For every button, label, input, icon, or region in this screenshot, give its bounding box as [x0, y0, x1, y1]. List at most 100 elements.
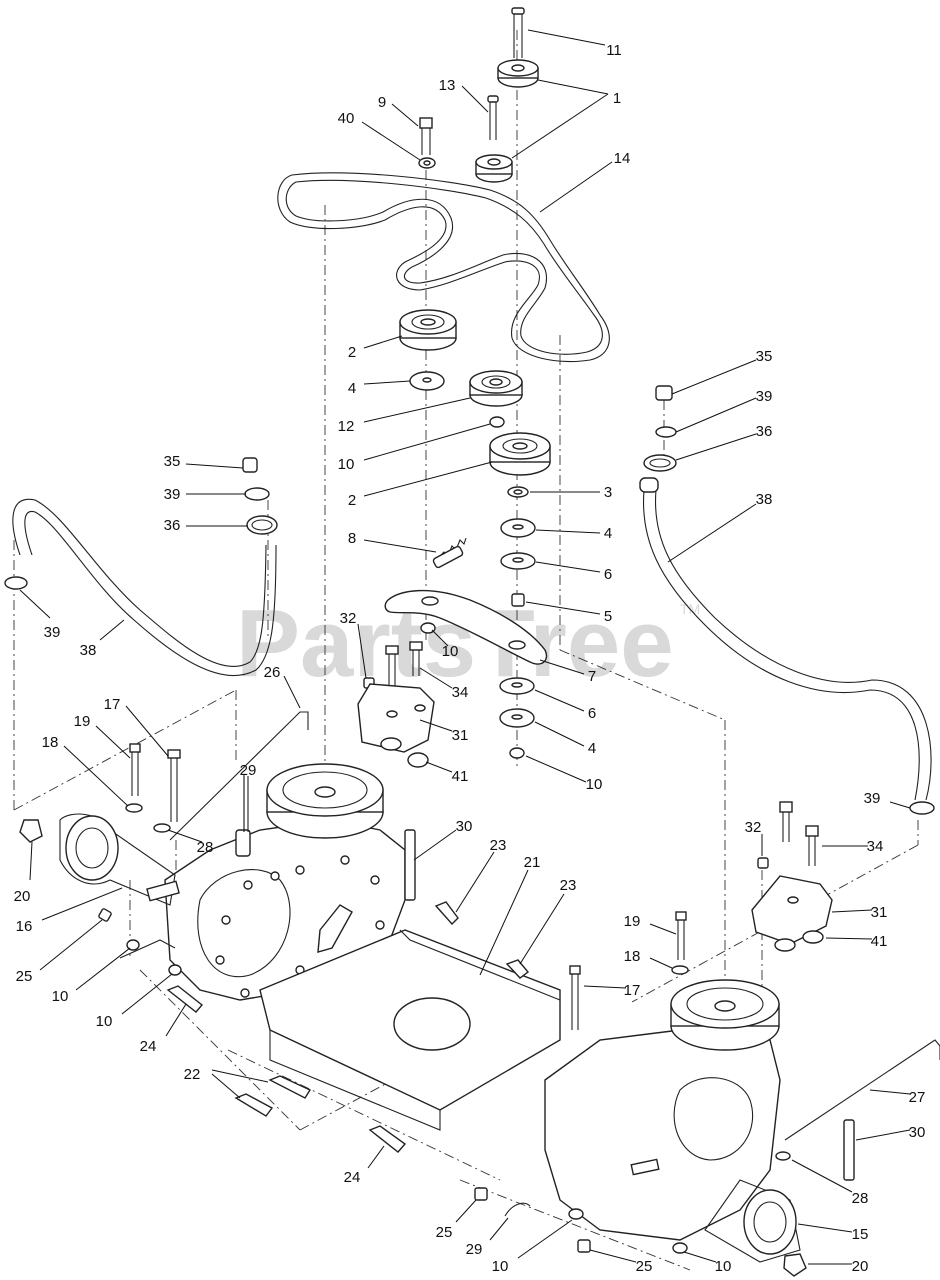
- callout-6: 6: [534, 689, 596, 722]
- leader-line: [419, 719, 453, 732]
- leader-line: [797, 1223, 853, 1233]
- leader-line: [185, 463, 244, 469]
- callout-number: 25: [436, 1224, 453, 1241]
- callout-number: 11: [606, 42, 622, 59]
- callout-38: 38: [667, 491, 773, 563]
- callout-5: 5: [525, 601, 612, 625]
- callout-number: 41: [871, 933, 888, 950]
- callout-41: 41: [425, 761, 468, 785]
- callout-18: 18: [42, 734, 129, 807]
- leader-line: [525, 601, 601, 615]
- callout-10: 10: [492, 1219, 573, 1275]
- callout-25: 25: [589, 1249, 652, 1275]
- callout-39: 39: [864, 790, 911, 809]
- callout-number: 10: [338, 456, 355, 473]
- leader-line: [889, 801, 911, 809]
- callout-number: 15: [852, 1226, 869, 1243]
- callout-number: 34: [452, 684, 469, 701]
- callout-number: 30: [456, 818, 473, 835]
- leader-line: [517, 1219, 573, 1259]
- callout-28: 28: [167, 829, 214, 856]
- leader-line: [167, 829, 203, 843]
- callout-number: 18: [624, 948, 641, 965]
- leader-line: [29, 841, 33, 881]
- callout-12: 12: [338, 397, 471, 435]
- callout-number: 4: [348, 380, 356, 397]
- right-bracket-assembly: [751, 801, 833, 952]
- callout-number: 31: [452, 727, 469, 744]
- callout-9: 9: [378, 94, 419, 127]
- callout-number: 9: [378, 94, 386, 111]
- callout-30: 30: [413, 818, 473, 861]
- callout-27: 27: [869, 1089, 925, 1106]
- leader-line: [667, 503, 757, 563]
- callout-number: 32: [745, 819, 762, 836]
- leader-line: [419, 667, 453, 689]
- callout-35: 35: [671, 348, 772, 395]
- callout-20: 20: [808, 1258, 868, 1275]
- drive-belt: [277, 172, 610, 363]
- callout-38: 38: [80, 619, 125, 659]
- callout-10: 10: [52, 947, 131, 1005]
- callout-16: 16: [16, 887, 123, 935]
- callout-number: 38: [80, 642, 97, 659]
- callout-number: 8: [348, 530, 356, 547]
- callout-number: 35: [164, 453, 181, 470]
- leader-line: [63, 745, 129, 807]
- callout-23: 23: [519, 877, 576, 965]
- callout-40: 40: [338, 110, 421, 161]
- leader-line: [363, 423, 491, 461]
- leader-line: [489, 1217, 509, 1241]
- callout-26: 26: [264, 664, 301, 709]
- leader-line: [675, 397, 757, 433]
- callout-number: 2: [348, 344, 356, 361]
- callout-number: 29: [466, 1241, 483, 1258]
- callout-4: 4: [534, 721, 596, 757]
- callout-number: 39: [756, 388, 773, 405]
- callout-17: 17: [583, 982, 641, 999]
- callout-number: 10: [96, 1013, 113, 1030]
- callout-number: 10: [586, 776, 603, 793]
- callout-34: 34: [822, 838, 883, 855]
- leader-line: [527, 29, 606, 46]
- callout-number: 28: [197, 839, 214, 856]
- callout-35: 35: [164, 453, 244, 470]
- callout-number: 36: [164, 517, 181, 534]
- callout-number: 38: [756, 491, 773, 508]
- callout-22: 22: [184, 1066, 269, 1099]
- callout-number: 5: [604, 608, 612, 625]
- callout-4: 4: [535, 525, 612, 542]
- leader-line: [675, 433, 757, 461]
- callout-17: 17: [104, 696, 169, 757]
- leader-line: [649, 957, 673, 969]
- leader-line: [361, 121, 421, 161]
- callout-number: 14: [614, 150, 631, 167]
- callout-number: 4: [604, 525, 612, 542]
- leader-line: [39, 919, 103, 971]
- leader-line: [413, 829, 457, 861]
- callout-number: 25: [16, 968, 33, 985]
- callout-number: 6: [604, 566, 612, 583]
- leader-line: [95, 725, 131, 759]
- leader-line: [367, 1145, 385, 1169]
- callout-30: 30: [855, 1124, 925, 1141]
- callout-24: 24: [140, 1003, 187, 1055]
- callout-number: 6: [588, 705, 596, 722]
- callout-19: 19: [74, 713, 131, 759]
- callout-36: 36: [164, 517, 248, 534]
- leader-line: [41, 887, 123, 921]
- callout-10: 10: [525, 755, 603, 793]
- leader-line: [211, 1073, 241, 1099]
- callout-29: 29: [240, 762, 256, 832]
- callout-number: 16: [16, 918, 33, 935]
- leader-line: [165, 1003, 187, 1037]
- callout-32: 32: [745, 819, 763, 856]
- callout-number: 22: [184, 1066, 201, 1083]
- callout-number: 10: [52, 988, 69, 1005]
- callout-number: 17: [624, 982, 641, 999]
- leader-line: [855, 1129, 911, 1141]
- callout-number: 3: [604, 484, 612, 501]
- callout-10: 10: [683, 1251, 731, 1275]
